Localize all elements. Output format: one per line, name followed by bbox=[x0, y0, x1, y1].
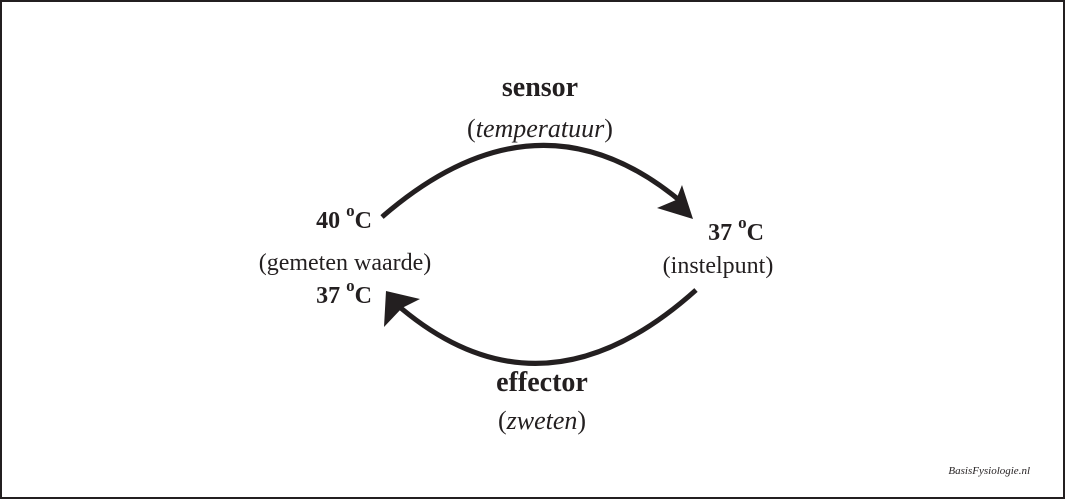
effector-arrow bbox=[384, 288, 698, 366]
effector-detail: (zweten) bbox=[498, 406, 586, 435]
measured-label: (gemeten waarde) bbox=[259, 250, 432, 276]
arrowhead-icon bbox=[657, 185, 693, 219]
effector-title: effector bbox=[496, 367, 588, 398]
sensor-detail: (temperatuur) bbox=[467, 114, 613, 143]
arrowhead-icon bbox=[384, 291, 420, 327]
measured-value-before: 40 oC bbox=[316, 201, 372, 234]
sensor-arrow bbox=[380, 143, 693, 219]
setpoint-label: (instelpunt) bbox=[663, 253, 774, 279]
measured-value-after: 37 oC bbox=[316, 276, 372, 309]
sensor-title: sensor bbox=[502, 72, 578, 103]
watermark: BasisFysiologie.nl bbox=[948, 465, 1030, 477]
setpoint-value: 37 oC bbox=[708, 213, 764, 246]
